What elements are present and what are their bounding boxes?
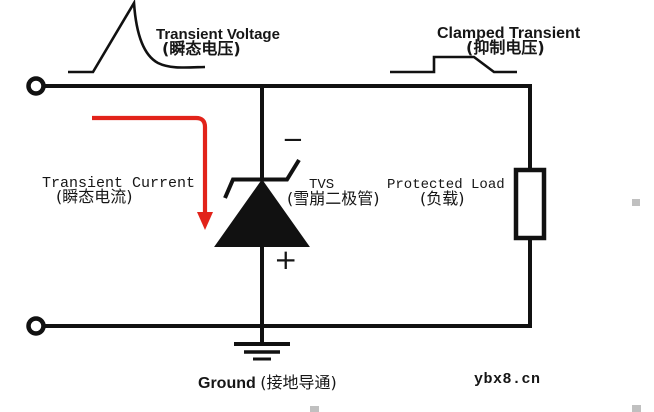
transient-voltage-label: Transient Voltage xyxy=(156,26,280,43)
load-resistor-symbol xyxy=(513,167,547,241)
top-terminal-icon xyxy=(26,76,46,96)
tvs-diode-symbol xyxy=(214,158,310,247)
transient-current-arrow xyxy=(92,115,213,230)
tvs-label: TVS xyxy=(309,177,335,193)
bottom-terminal-icon xyxy=(26,316,46,336)
resize-handle-right[interactable] xyxy=(632,199,640,206)
clamped-transient-label-zh: (抑制电压) xyxy=(466,38,545,57)
clamped-transient-waveform-icon xyxy=(390,55,517,74)
protected-load-label: Protected Load xyxy=(387,177,505,193)
tvs-label-zh: (雪崩二极管) xyxy=(287,189,380,208)
transient-current-label: Transient Current xyxy=(42,175,196,192)
resize-handle-bottom-right[interactable] xyxy=(632,405,641,412)
watermark-text: ybx8.cn xyxy=(474,371,541,388)
transient-current-label-zh: (瞬态电流) xyxy=(56,187,133,206)
resize-handle-bottom[interactable] xyxy=(310,406,319,412)
transient-voltage-waveform-icon xyxy=(68,0,206,74)
clamped-transient-label: Clamped Transient xyxy=(437,25,581,42)
protected-load-label-zh: (负载) xyxy=(420,189,465,208)
ground-label-en: Ground xyxy=(198,375,256,392)
ground-label-zh: (接地导通) xyxy=(260,373,337,392)
ground-symbol xyxy=(234,342,290,361)
bottom-wire xyxy=(44,238,532,328)
ground-label: Ground (接地导通) xyxy=(198,373,337,393)
transient-voltage-label-zh: (瞬态电压) xyxy=(162,39,241,58)
diode-cathode-minus-sign: − xyxy=(282,125,304,155)
top-wire xyxy=(44,84,532,171)
diode-anode-plus-sign: + xyxy=(274,243,298,276)
